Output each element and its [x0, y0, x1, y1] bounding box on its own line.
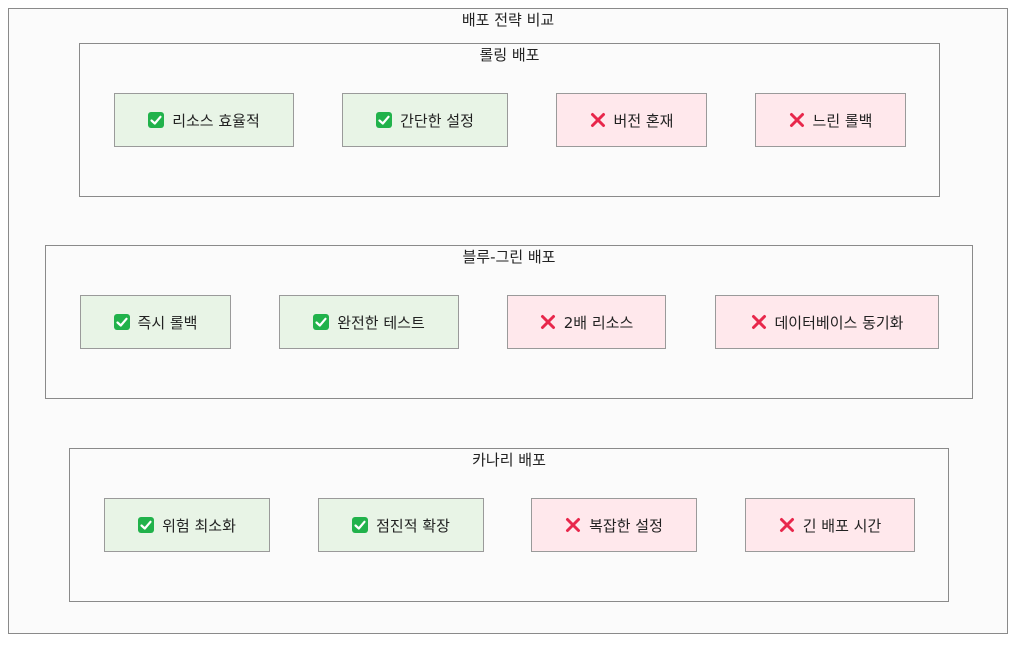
cross-icon: [779, 517, 795, 533]
pro-card: 간단한 설정: [342, 93, 508, 147]
check-box-icon: [352, 517, 369, 533]
check-box-icon: [148, 112, 165, 128]
pro-card: 완전한 테스트: [279, 295, 459, 349]
card-label: 복잡한 설정: [589, 516, 663, 535]
group-title: 블루-그린 배포: [462, 248, 556, 266]
card-label: 2배 리소스: [563, 313, 634, 332]
card-label: 긴 배포 시간: [802, 516, 882, 535]
cross-icon: [789, 112, 805, 128]
cross-icon: [540, 314, 556, 330]
con-card: 긴 배포 시간: [745, 498, 915, 552]
con-card: 느린 롤백: [755, 93, 906, 147]
cross-icon: [565, 517, 581, 533]
card-label: 위험 최소화: [162, 516, 236, 535]
pro-card: 점진적 확장: [318, 498, 484, 552]
group-title: 카나리 배포: [472, 451, 546, 469]
card-label: 데이터베이스 동기화: [774, 313, 904, 332]
diagram-title: 배포 전략 비교: [461, 11, 555, 29]
card-label: 느린 롤백: [812, 111, 873, 130]
group-canary: 카나리 배포 위험 최소화 점진적 확장 복잡한 설정 긴 배포 시간: [69, 448, 949, 602]
check-box-icon: [138, 517, 155, 533]
check-box-icon: [113, 314, 130, 330]
card-label: 버전 혼재: [613, 111, 674, 130]
card-label: 리소스 효율적: [172, 111, 260, 130]
pro-card: 리소스 효율적: [114, 93, 294, 147]
group-title: 롤링 배포: [479, 46, 540, 64]
pro-card: 위험 최소화: [104, 498, 270, 552]
group-rolling: 롤링 배포 리소스 효율적 간단한 설정 버전 혼재 느린 롤백: [79, 43, 940, 197]
card-label: 간단한 설정: [400, 111, 474, 130]
cross-icon: [751, 314, 767, 330]
con-card: 버전 혼재: [556, 93, 707, 147]
check-box-icon: [313, 314, 330, 330]
card-label: 점진적 확장: [376, 516, 450, 535]
con-card: 복잡한 설정: [531, 498, 697, 552]
card-label: 즉시 롤백: [137, 313, 198, 332]
con-card: 2배 리소스: [507, 295, 666, 349]
diagram-canvas: 배포 전략 비교 롤링 배포 리소스 효율적 간단한 설정 버전 혼재 느린 롤…: [8, 8, 1008, 634]
card-label: 완전한 테스트: [337, 313, 425, 332]
group-blue-green: 블루-그린 배포 즉시 롤백 완전한 테스트 2배 리소스 데이터베이스 동기화: [45, 245, 973, 399]
cross-icon: [590, 112, 606, 128]
con-card: 데이터베이스 동기화: [715, 295, 939, 349]
pro-card: 즉시 롤백: [80, 295, 231, 349]
check-box-icon: [376, 112, 393, 128]
